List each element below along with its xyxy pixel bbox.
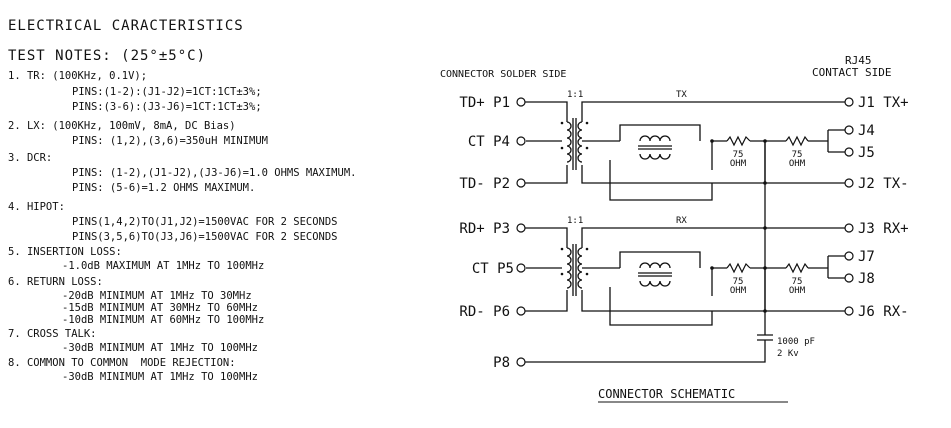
pin-label: RD- P6	[459, 304, 510, 320]
wire	[525, 165, 568, 184]
transformer-top	[566, 118, 583, 170]
pin-circle	[516, 357, 526, 367]
pin-circle	[516, 306, 526, 316]
resistor-unit: OHM	[730, 159, 747, 169]
wire	[581, 165, 845, 184]
resistor-value: 75	[733, 150, 744, 160]
pin-label: TD- P2	[459, 176, 510, 192]
test-notes-panel: ELECTRICAL CARACTERISTICS TEST NOTES: (2…	[0, 0, 420, 428]
choke-top	[638, 135, 672, 160]
jack-label: J5	[858, 145, 875, 161]
jack-label: J6 RX-	[858, 304, 909, 320]
resistor-value: 75	[792, 277, 803, 287]
wire	[525, 227, 568, 248]
note-line: -1.0dB MAXIMUM AT 1MHz TO 100MHz	[62, 260, 265, 272]
wire	[827, 129, 845, 153]
note-line: PINS: (1-2),(J1-J2),(J3-J6)=1.0 OHMS MAX…	[72, 167, 357, 179]
schematic-caption: CONNECTOR SCHEMATIC	[598, 387, 735, 401]
resistor-75-ohm	[726, 135, 751, 147]
cap-value: 1000 pF	[777, 337, 815, 347]
note-line: -30dB MINIMUM AT 1MHz TO 100MHz	[62, 342, 258, 354]
notes-title: ELECTRICAL CARACTERISTICS	[8, 18, 244, 34]
wire	[581, 227, 845, 248]
pin-label: RD+ P3	[459, 221, 510, 237]
wire	[609, 160, 713, 201]
notes-subtitle: TEST NOTES: (25°±5°C)	[8, 48, 207, 64]
wire	[711, 267, 766, 311]
connector-schematic: CONNECTOR SOLDER SIDE RJ45 CONTACT SIDE …	[440, 54, 909, 403]
pin-label: CT P5	[472, 261, 514, 277]
pin-circle	[516, 178, 526, 188]
resistor-unit: OHM	[789, 286, 806, 296]
pin-circle	[516, 97, 526, 107]
note-line: 4. HIPOT:	[8, 201, 65, 213]
note-line: PINS(3,5,6)TO(J3,J6)=1500VAC FOR 2 SECON…	[72, 231, 338, 243]
choke-bottom	[638, 262, 672, 287]
wire	[609, 287, 713, 326]
wire	[525, 340, 766, 363]
jack-label: J3 RX+	[858, 221, 909, 237]
jack-circle	[844, 223, 854, 233]
rx-label: RX	[676, 216, 687, 226]
resistor-unit: OHM	[730, 286, 747, 296]
right-header-contact: CONTACT SIDE	[812, 66, 891, 79]
pin-label: P8	[493, 355, 510, 371]
wire	[581, 290, 845, 312]
resistor-75-ohm	[726, 262, 751, 274]
note-line: -15dB MINIMUM AT 30MHz TO 60MHz	[62, 302, 258, 314]
note-line: 8. COMMON TO COMMON MODE REJECTION:	[8, 357, 236, 369]
jack-circle	[844, 97, 854, 107]
wire	[525, 290, 568, 312]
wire	[581, 101, 845, 122]
jack-label: J8	[858, 271, 875, 287]
cap-voltage: 2 Kv	[777, 349, 799, 359]
note-line: 3. DCR:	[8, 152, 53, 164]
left-header: CONNECTOR SOLDER SIDE	[440, 69, 566, 80]
pin-circle	[516, 223, 526, 233]
resistor-75-ohm	[785, 262, 809, 274]
note-line: 7. CROSS TALK:	[8, 328, 97, 340]
wire	[619, 251, 701, 268]
ratio-label: 1:1	[567, 216, 583, 226]
note-line: 2. LX: (100KHz, 100mV, 8mA, DC Bias)	[8, 120, 236, 132]
capacitor-symbol	[757, 334, 773, 341]
pin-circle	[516, 263, 526, 273]
resistor-unit: OHM	[789, 159, 806, 169]
jack-label: J7	[858, 249, 875, 265]
jack-label: J1 TX+	[858, 95, 909, 111]
wire	[711, 140, 766, 183]
note-line: PINS:(3-6):(J3-J6)=1CT:1CT±3%;	[72, 101, 262, 113]
resistor-value: 75	[792, 150, 803, 160]
pin-label: CT P4	[468, 134, 510, 150]
jack-circle	[844, 251, 854, 261]
note-line: -30dB MINIMUM AT 1MHz TO 100MHz	[62, 371, 258, 383]
wire	[827, 255, 845, 279]
pin-circle	[516, 136, 526, 146]
ratio-label: 1:1	[567, 90, 583, 100]
note-line: PINS(1,4,2)TO(J1,J2)=1500VAC FOR 2 SECON…	[72, 216, 338, 228]
resistor-75-ohm	[785, 135, 809, 147]
pin-label: TD+ P1	[459, 95, 510, 111]
jack-label: J2 TX-	[858, 176, 909, 192]
note-line: -10dB MINIMUM AT 60MHz TO 100MHz	[62, 314, 265, 326]
jack-circle	[844, 306, 854, 316]
note-line: PINS: (1,2),(3,6)=350uH MINIMUM	[72, 135, 268, 147]
jack-label: J4	[858, 123, 875, 139]
transformer-bottom	[566, 244, 583, 296]
note-line: PINS:(1-2):(J1-J2)=1CT:1CT±3%;	[72, 86, 262, 98]
jack-circle	[844, 273, 854, 283]
jack-circle	[844, 147, 854, 157]
jack-circle	[844, 178, 854, 188]
wire	[525, 101, 568, 122]
note-line: 6. RETURN LOSS:	[8, 276, 103, 288]
jack-circle	[844, 125, 854, 135]
tx-label: TX	[676, 90, 687, 100]
right-header-rj45: RJ45	[845, 54, 872, 67]
note-line: PINS: (5-6)=1.2 OHMS MAXIMUM.	[72, 182, 256, 194]
resistor-value: 75	[733, 277, 744, 287]
wire	[619, 124, 701, 141]
note-line: 1. TR: (100KHz, 0.1V);	[8, 70, 148, 82]
note-line: 5. INSERTION LOSS:	[8, 246, 122, 258]
note-line: -20dB MINIMUM AT 1MHz TO 30MHz	[62, 290, 252, 302]
